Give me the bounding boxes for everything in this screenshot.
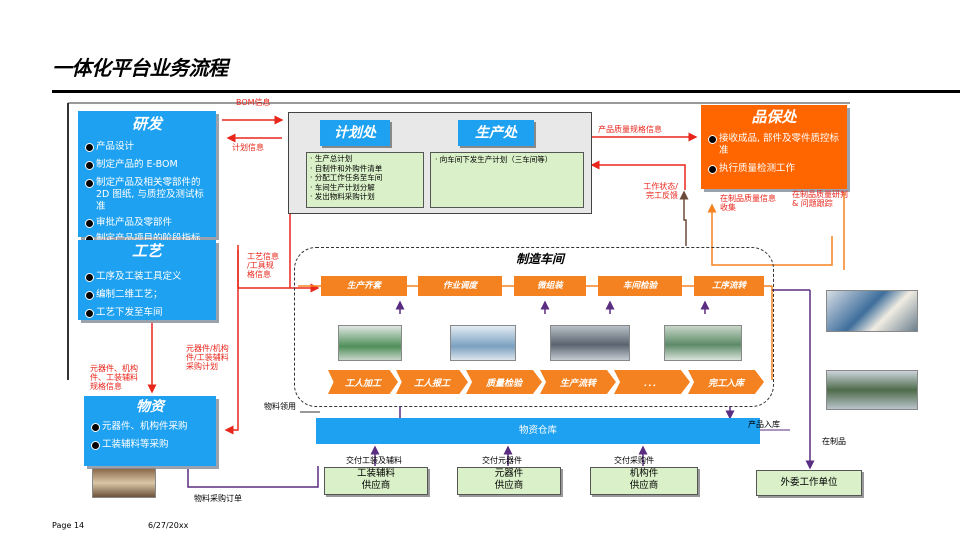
supplier-mechanical: 机构件 供应商 <box>590 467 698 495</box>
rd-item-4: 审批产品及零部件 <box>84 217 212 229</box>
title-divider <box>52 90 960 93</box>
step-kit: 生产齐套 <box>321 276 407 296</box>
warehouse-bar: 物资仓库 <box>316 418 760 444</box>
planning-item-3: · 分配工作任务至车间 <box>310 173 383 182</box>
workshop-photo-3 <box>550 325 630 361</box>
materials-item-1: 元器件、机构件采购 <box>90 421 212 433</box>
process-box: 工艺 工序及工装工具定义 编制二维工艺； 工艺下发至车间 <box>78 240 216 320</box>
step-dispatch: 作业调度 <box>418 276 502 296</box>
label-components-plan: 元器件/机构 件/工装辅料 采购计划 <box>186 344 229 371</box>
step-production-flow: 生产流转 <box>540 370 616 394</box>
workshop-photo-1 <box>338 325 402 361</box>
step-microassembly: 微组装 <box>514 276 586 296</box>
label-wip: 在制品 <box>822 437 846 446</box>
footer-page: Page 14 <box>52 521 85 530</box>
label-bom: BOM信息 <box>236 98 271 107</box>
process-item-2: 编制二维工艺； <box>84 289 212 301</box>
planning-head: 计划处 <box>334 125 376 141</box>
label-quality-spec: 产品质量规格信息 <box>598 125 662 134</box>
qa-sub-track: 在制品质量研判 & 问题跟踪 <box>792 190 848 208</box>
planning-item-4: · 车间生产计划分解 <box>310 182 375 192</box>
circuit-photo <box>826 370 918 410</box>
process-head: 工艺 <box>131 242 162 260</box>
production-head-box: 生产处 <box>458 120 534 146</box>
qa-item-2: 执行质量检测工作 <box>707 163 841 175</box>
step-worker-process: 工人加工 <box>328 370 398 394</box>
workshop-photo-4 <box>664 325 742 361</box>
qa-head: 品保处 <box>751 108 797 126</box>
lab-photo <box>826 290 918 332</box>
workshop-head: 制造车间 <box>516 252 565 266</box>
outsource-unit: 外委工作单位 <box>756 470 862 496</box>
rd-item-3: 制定产品及相关零部件的2D 图纸, 与质控及测试标准 <box>84 177 212 213</box>
page-title: 一体化平台业务流程 <box>52 56 228 80</box>
rd-box: 研发 产品设计 制定产品的 E-BOM 制定产品及相关零部件的2D 图纸, 与质… <box>78 111 216 244</box>
step-warehouse-in: 完工入库 <box>688 370 764 394</box>
step-ellipsis: ．．． <box>614 370 690 394</box>
qa-sub-collect: 在制品质量信息收集 <box>720 194 776 212</box>
materials-head: 物资 <box>136 399 164 415</box>
label-plan-info: 计划信息 <box>232 143 264 152</box>
label-deliver-comp: 交付元器件 <box>482 456 522 465</box>
rd-item-1: 产品设计 <box>84 141 212 153</box>
supplier-components: 元器件 供应商 <box>457 467 561 495</box>
label-process-info: 工艺信息 /工具规 格信息 <box>247 252 279 279</box>
qa-item-1: 接收成品, 部件及零件质控标准 <box>707 133 841 157</box>
process-item-1: 工序及工装工具定义 <box>84 271 212 283</box>
production-head: 生产处 <box>475 125 517 141</box>
footer-date: 6/27/20xx <box>148 521 189 530</box>
rd-head: 研发 <box>131 115 162 133</box>
label-deliver-tool: 交付工装及辅料 <box>346 456 402 465</box>
label-work-status: 工作状态/ 完工反馈 <box>643 182 678 200</box>
step-inspection: 车间检验 <box>598 276 682 296</box>
workshop-photo-2 <box>450 325 516 361</box>
label-components-spec: 元器件、机构 件、工装辅料 规格信息 <box>90 364 138 391</box>
planning-item-5: · 发出物料采购计划 <box>310 192 375 201</box>
supplier-tooling: 工装辅料 供应商 <box>324 467 428 495</box>
label-material-request: 物料领用 <box>264 402 296 411</box>
step-quality-check: 质量检验 <box>466 370 542 394</box>
rd-item-2: 制定产品的 E-BOM <box>84 159 212 171</box>
label-product-in: 产品入库 <box>748 420 780 429</box>
label-purchase-order: 物料采购订单 <box>194 494 242 503</box>
materials-box: 物资 元器件、机构件采购 工装辅料等采购 <box>84 396 216 466</box>
workshop-group <box>294 247 774 407</box>
qa-box: 品保处 接收成品, 部件及零件质控标准 执行质量检测工作 <box>701 105 847 189</box>
warehouse-photo <box>92 468 156 498</box>
production-item-1: · 向车间下发生产计划（三车间等） <box>435 155 553 164</box>
planning-item-1: · 生产总计划 <box>310 154 353 163</box>
planning-list: · 生产总计划 · 自制件和外购件清单 · 分配工作任务至车间 · 车间生产计划… <box>306 152 424 208</box>
step-transfer: 工序流转 <box>694 276 764 296</box>
step-worker-report: 工人报工 <box>396 370 468 394</box>
planning-item-2: · 自制件和外购件清单 <box>310 163 383 173</box>
production-list: · 向车间下发生产计划（三车间等） <box>430 152 584 208</box>
materials-item-2: 工装辅料等采购 <box>90 439 212 451</box>
process-item-3: 工艺下发至车间 <box>84 307 212 319</box>
label-deliver-mech: 交付采购件 <box>614 456 654 465</box>
planning-head-box: 计划处 <box>320 120 390 146</box>
